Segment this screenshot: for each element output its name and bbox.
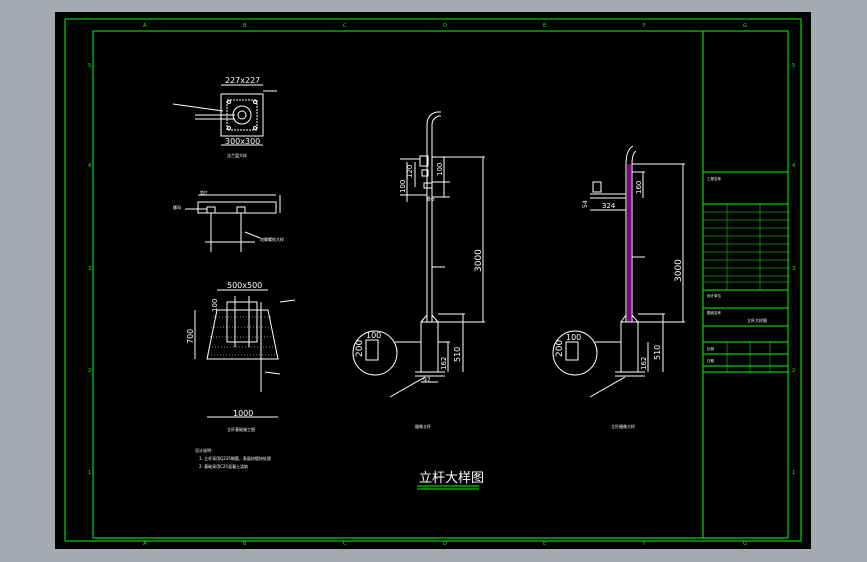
grid-bottom-label: E <box>543 541 546 547</box>
pole1-h2: 100 <box>399 180 407 193</box>
pole1-base-w: 97 <box>423 377 431 384</box>
pole2-d1: 200 <box>555 340 565 357</box>
grid-bottom-label: D <box>443 541 447 547</box>
flange-hole <box>232 105 252 125</box>
pole2-arm: 324 <box>602 202 616 210</box>
pole1-h3: 86 <box>427 196 435 203</box>
foundation-section: 500x500 100 700 1000 立杆基础施工图 <box>186 281 296 432</box>
foundation-caption: 立杆基础施工图 <box>227 426 255 432</box>
grid-bottom-labels: A B C D E F G <box>143 541 747 547</box>
pole2-camera-box <box>592 181 602 193</box>
grid-bottom-label: G <box>743 541 747 547</box>
grid-side-label: 2 <box>88 368 91 374</box>
flange-plate-plan: 227x227 300x300 法兰盘大样 <box>172 76 277 158</box>
outer-frame <box>64 18 802 542</box>
pole2-arm-h: 54 <box>582 200 589 208</box>
grid-side-label: 4 <box>792 163 795 169</box>
grid-top-label: F <box>643 23 646 29</box>
grid-top-label: D <box>443 23 447 29</box>
pole1-d2: 100 <box>366 331 381 340</box>
plan-caption: 法兰盘大样 <box>227 152 247 158</box>
grid-top-label: E <box>543 23 546 29</box>
anchor-label-2: 垫片 <box>200 189 208 195</box>
pole1-height: 3000 <box>474 249 484 272</box>
pole1-detail-callout <box>352 330 398 376</box>
grid-top-label: A <box>143 23 147 29</box>
foundation-top-dim: 500x500 <box>227 281 262 290</box>
grid-top-label: B <box>243 23 247 29</box>
pole1-base-h: 162 <box>440 357 448 370</box>
notes-heading: 设计说明： <box>195 447 215 453</box>
foundation-hatch <box>208 316 277 356</box>
tb-row-6: 日期 <box>707 358 715 363</box>
pole1-caption: 摄像立杆 <box>415 423 431 429</box>
pole2-d2: 100 <box>566 333 581 342</box>
tb-row-2: 设计单位 <box>707 293 721 298</box>
grid-side-label: 3 <box>88 266 91 272</box>
anchor-bolt-detail: 螺母 垫片 地脚螺栓大样 <box>173 189 284 252</box>
plan-top-dim: 227x227 <box>225 76 260 85</box>
tb-row-3: 图纸名称 <box>707 310 721 315</box>
grid-side-labels: 5 4 3 2 1 5 4 3 2 1 <box>88 63 795 476</box>
tb-row-1: 工程名称 <box>707 176 721 181</box>
title-block: 工程名称 设计单位 图纸名称 立杆大样图 比例 日期 <box>702 31 788 538</box>
pole2-base <box>620 321 639 373</box>
tb-row-4: 立杆大样图 <box>747 317 767 323</box>
pole2-h1: 160 <box>635 181 643 194</box>
tb-row-5: 比例 <box>707 346 715 351</box>
grid-top-label: G <box>743 23 747 29</box>
plan-bottom-dim: 300x300 <box>225 137 260 146</box>
grid-side-label: 4 <box>88 163 91 169</box>
drawing-title: 立杆大样图 <box>419 471 484 486</box>
inner-frame <box>92 30 789 539</box>
pole1-h1: 120 <box>406 165 414 178</box>
grid-bottom-label: B <box>243 541 247 547</box>
pole1-d1: 200 <box>355 340 365 357</box>
foundation-top-h: 100 <box>211 299 219 312</box>
cad-viewport[interactable]: A B C D E F G A B C D E F G 5 4 3 2 1 5 … <box>55 12 811 549</box>
grid-side-label: 5 <box>792 63 795 69</box>
pole2-base-h: 162 <box>640 357 648 370</box>
grid-bottom-label: A <box>143 541 147 547</box>
pole1-h2b: 100 <box>436 163 444 176</box>
pole2-caption: 立杆摄像大样 <box>611 423 635 429</box>
grid-bottom-label: F <box>643 541 646 547</box>
pole1-camera-box <box>419 155 429 167</box>
pole2-base-h2: 510 <box>653 345 662 360</box>
grid-top-label: C <box>343 23 347 29</box>
design-notes: 设计说明： 1. 立杆采用Q235钢管，表面热镀锌处理 2. 基础采用C25混凝… <box>195 447 271 469</box>
pole1-base-h2: 510 <box>453 347 462 362</box>
anchor-label-1: 螺母 <box>173 204 181 210</box>
pole1-base <box>420 321 439 373</box>
grid-side-label: 5 <box>88 63 91 69</box>
grid-side-label: 2 <box>792 368 795 374</box>
pole-camera-elevation: 324 54 160 3000 200 100 162 510 立杆摄像大样 <box>552 145 685 429</box>
grid-top-labels: A B C D E F G <box>143 23 747 29</box>
grid-bottom-label: C <box>343 541 347 547</box>
cad-drawing-canvas[interactable]: A B C D E F G A B C D E F G 5 4 3 2 1 5 … <box>55 12 811 549</box>
flange-hole-inner <box>237 110 247 120</box>
notes-line-2: 2. 基础采用C25混凝土浇筑 <box>199 463 248 469</box>
pole2-height: 3000 <box>674 259 684 282</box>
grid-side-label: 3 <box>792 266 795 272</box>
notes-line-1: 1. 立杆采用Q235钢管，表面热镀锌处理 <box>199 455 271 461</box>
camera-pole-elevation: 120 100 100 86 3000 200 100 162 510 97 摄… <box>352 111 485 429</box>
grid-side-label: 1 <box>88 470 91 476</box>
pole2-detail-callout <box>552 330 598 376</box>
foundation-height: 700 <box>186 329 195 344</box>
grid-side-label: 1 <box>792 470 795 476</box>
anchor-caption: 地脚螺栓大样 <box>260 236 284 242</box>
foundation-base: 1000 <box>233 409 253 418</box>
